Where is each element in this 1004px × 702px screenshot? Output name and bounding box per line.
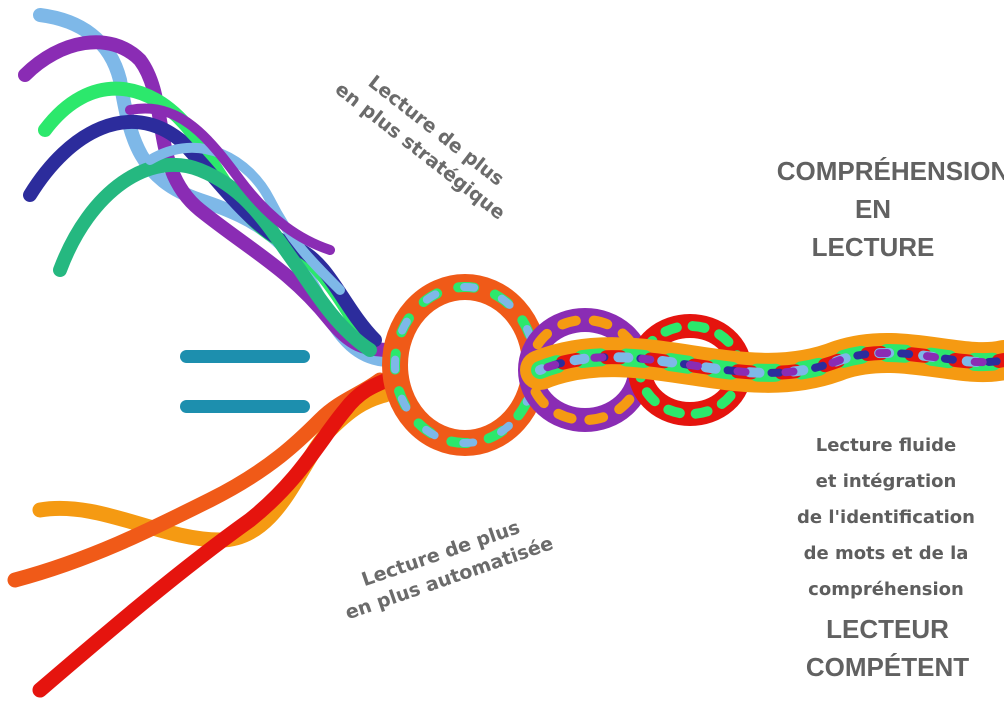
- result-description-line3: de l'identification: [796, 507, 975, 528]
- result-title: LECTEUR COMPÉTENT: [775, 610, 1000, 686]
- lower-strands: [7, 370, 400, 698]
- result-description-line2: et intégration: [815, 471, 957, 492]
- result-description-line1: Lecture fluide: [815, 435, 957, 456]
- comprehension-title: COMPRÉHENSION EN LECTURE: [748, 152, 1004, 266]
- rope-loop-1-inner-2: [391, 283, 539, 447]
- rope-core-navy: [536, 349, 1004, 377]
- strand-red: [32, 370, 400, 698]
- result-title-line2: COMPÉTENT: [805, 652, 970, 682]
- result-description-line4: de mots et de la: [803, 543, 969, 564]
- result-title-line1: LECTEUR: [826, 614, 949, 644]
- comprehension-title-line1: COMPRÉHENSION: [776, 156, 1004, 186]
- result-description: Lecture fluide et intégration de l'ident…: [770, 428, 1002, 608]
- braided-rope: [382, 274, 1004, 456]
- rope-core-blue: [535, 348, 1004, 378]
- strand-blue-2: [145, 142, 345, 295]
- equals-icon-bottom-bar: [180, 400, 310, 413]
- comprehension-title-line2: EN: [854, 194, 892, 224]
- strand-purple-2: [125, 103, 335, 255]
- upper-strands: [18, 8, 397, 367]
- result-description-line5: compréhension: [808, 579, 964, 600]
- equals-icon: [180, 350, 310, 363]
- comprehension-title-line3: LECTURE: [811, 232, 935, 262]
- strand-teal: [53, 158, 377, 357]
- strand-orange-red: [7, 372, 388, 588]
